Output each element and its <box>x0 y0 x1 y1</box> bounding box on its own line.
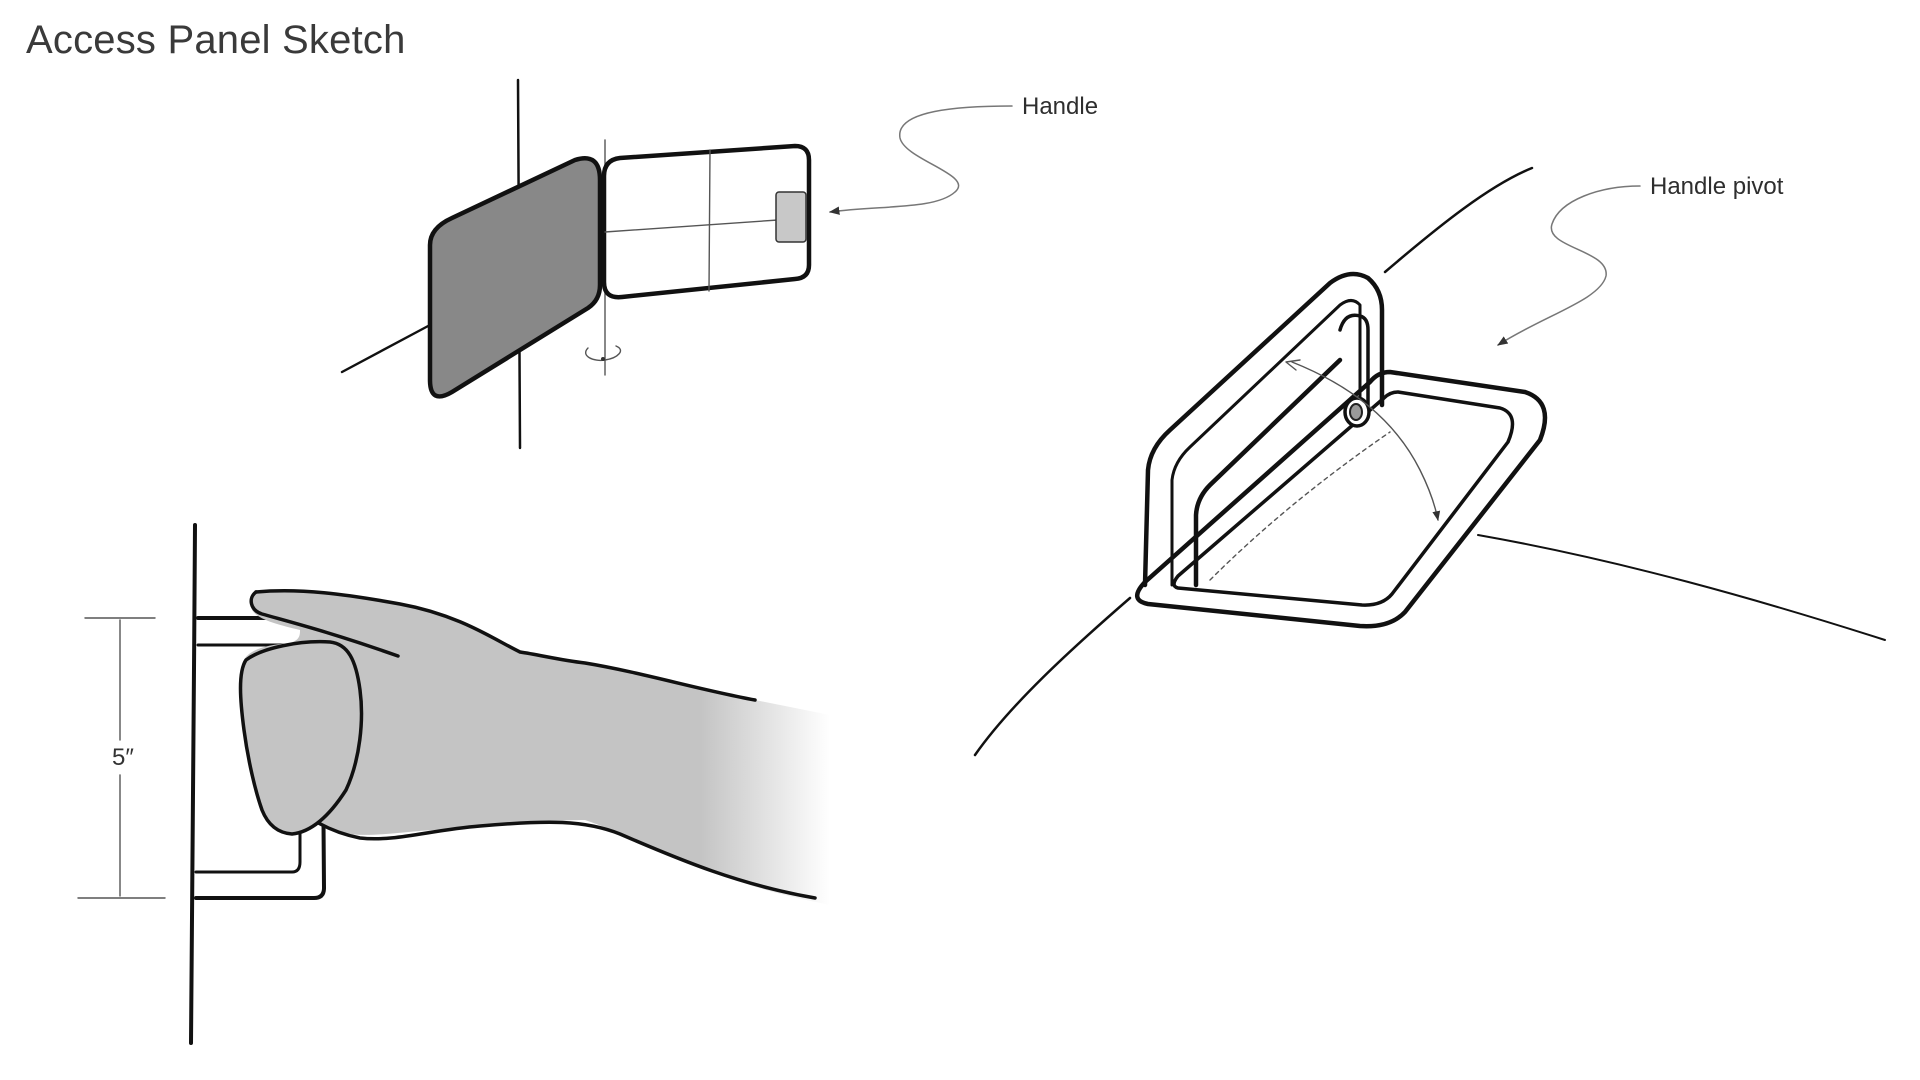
handle-bar-mid-contour <box>1170 299 1362 587</box>
surface-right-edge <box>1477 534 1886 641</box>
handle-pivot-leader-line <box>1497 185 1641 346</box>
hand-grip-sketch: 5″ <box>77 523 830 1045</box>
thumb-shape <box>238 639 364 836</box>
pivot-pin <box>1349 403 1363 421</box>
folded-position-line <box>1209 431 1391 581</box>
handle-callout-label: Handle <box>1022 93 1098 120</box>
panel-seam-vertical <box>708 149 711 292</box>
rotation-symbol <box>585 345 622 362</box>
surface-lower-edge <box>973 596 1132 757</box>
wall-floor-line <box>340 323 432 374</box>
side-wall-line <box>189 523 197 1045</box>
swing-arc <box>1291 361 1441 521</box>
index-finger-contour <box>249 590 400 658</box>
panel-frame <box>601 143 812 300</box>
handle-bar-outer <box>1142 271 1385 588</box>
handle-leader-line <box>828 105 1013 215</box>
hand-top-contour <box>254 589 757 702</box>
recess-inner-rim <box>1172 390 1515 607</box>
handle-pivot-sketch: Handle pivot <box>973 166 1886 757</box>
surface-upper-edge <box>1383 166 1534 274</box>
dimension-label: 5″ <box>112 744 134 771</box>
swing-arc-start-tick <box>1285 359 1301 371</box>
handle-pivot-callout-label: Handle pivot <box>1650 173 1784 200</box>
handle-recess <box>775 191 807 243</box>
hand-shape <box>241 590 830 905</box>
open-panel-sketch: Handle <box>340 78 1098 450</box>
handle-bar-inner-leg <box>1193 357 1343 588</box>
open-door-panel <box>427 156 603 399</box>
panel-seam-horizontal <box>604 219 779 233</box>
rotation-pin <box>601 357 605 361</box>
handle-bar-inner-top <box>1338 313 1370 412</box>
page-title: Access Panel Sketch <box>26 18 406 62</box>
hand-bottom-contour <box>288 798 817 900</box>
